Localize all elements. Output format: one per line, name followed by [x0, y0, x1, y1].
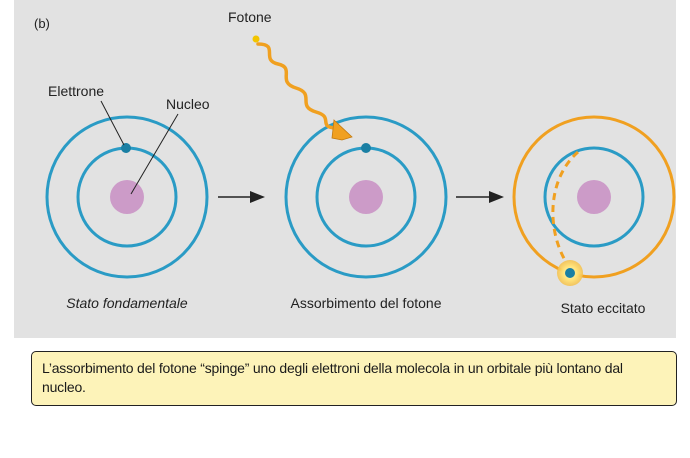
photon-label: Fotone — [228, 9, 272, 25]
photon-arrowhead — [331, 119, 353, 141]
stage-caption-absorption: Assorbimento del fotone — [291, 295, 442, 311]
caption-box: L’assorbimento del fotone “spinge” uno d… — [31, 351, 677, 406]
photon-dot — [252, 35, 260, 43]
electron — [361, 143, 371, 153]
photon-wave — [256, 42, 336, 130]
stage-caption-ground: Stato fondamentale — [66, 295, 188, 311]
nucleus — [577, 180, 611, 214]
nucleus — [110, 180, 144, 214]
excited-orbit — [512, 115, 676, 279]
caption-text: L’assorbimento del fotone “spinge” uno d… — [42, 360, 623, 395]
electron-jump-path — [551, 150, 579, 263]
absorption-atom: Fotone Assorbimento del fotone — [228, 9, 448, 311]
electron-leader-line — [100, 100, 125, 146]
nucleus — [349, 180, 383, 214]
excited-atom: Stato eccitato — [512, 115, 676, 316]
electron — [121, 143, 131, 153]
excited-electron — [565, 268, 575, 278]
outer-orbit — [45, 115, 209, 279]
ground-state-atom: Elettrone Nucleo Stato fondamentale — [45, 83, 210, 311]
nucleus-leader-line — [130, 113, 179, 195]
stage-caption-excited: Stato eccitato — [561, 300, 646, 316]
nucleus-label: Nucleo — [166, 96, 210, 112]
panel-label: (b) — [34, 16, 50, 31]
outer-orbit — [284, 115, 448, 279]
inner-orbit — [543, 146, 645, 248]
electron-label: Elettrone — [48, 83, 104, 99]
